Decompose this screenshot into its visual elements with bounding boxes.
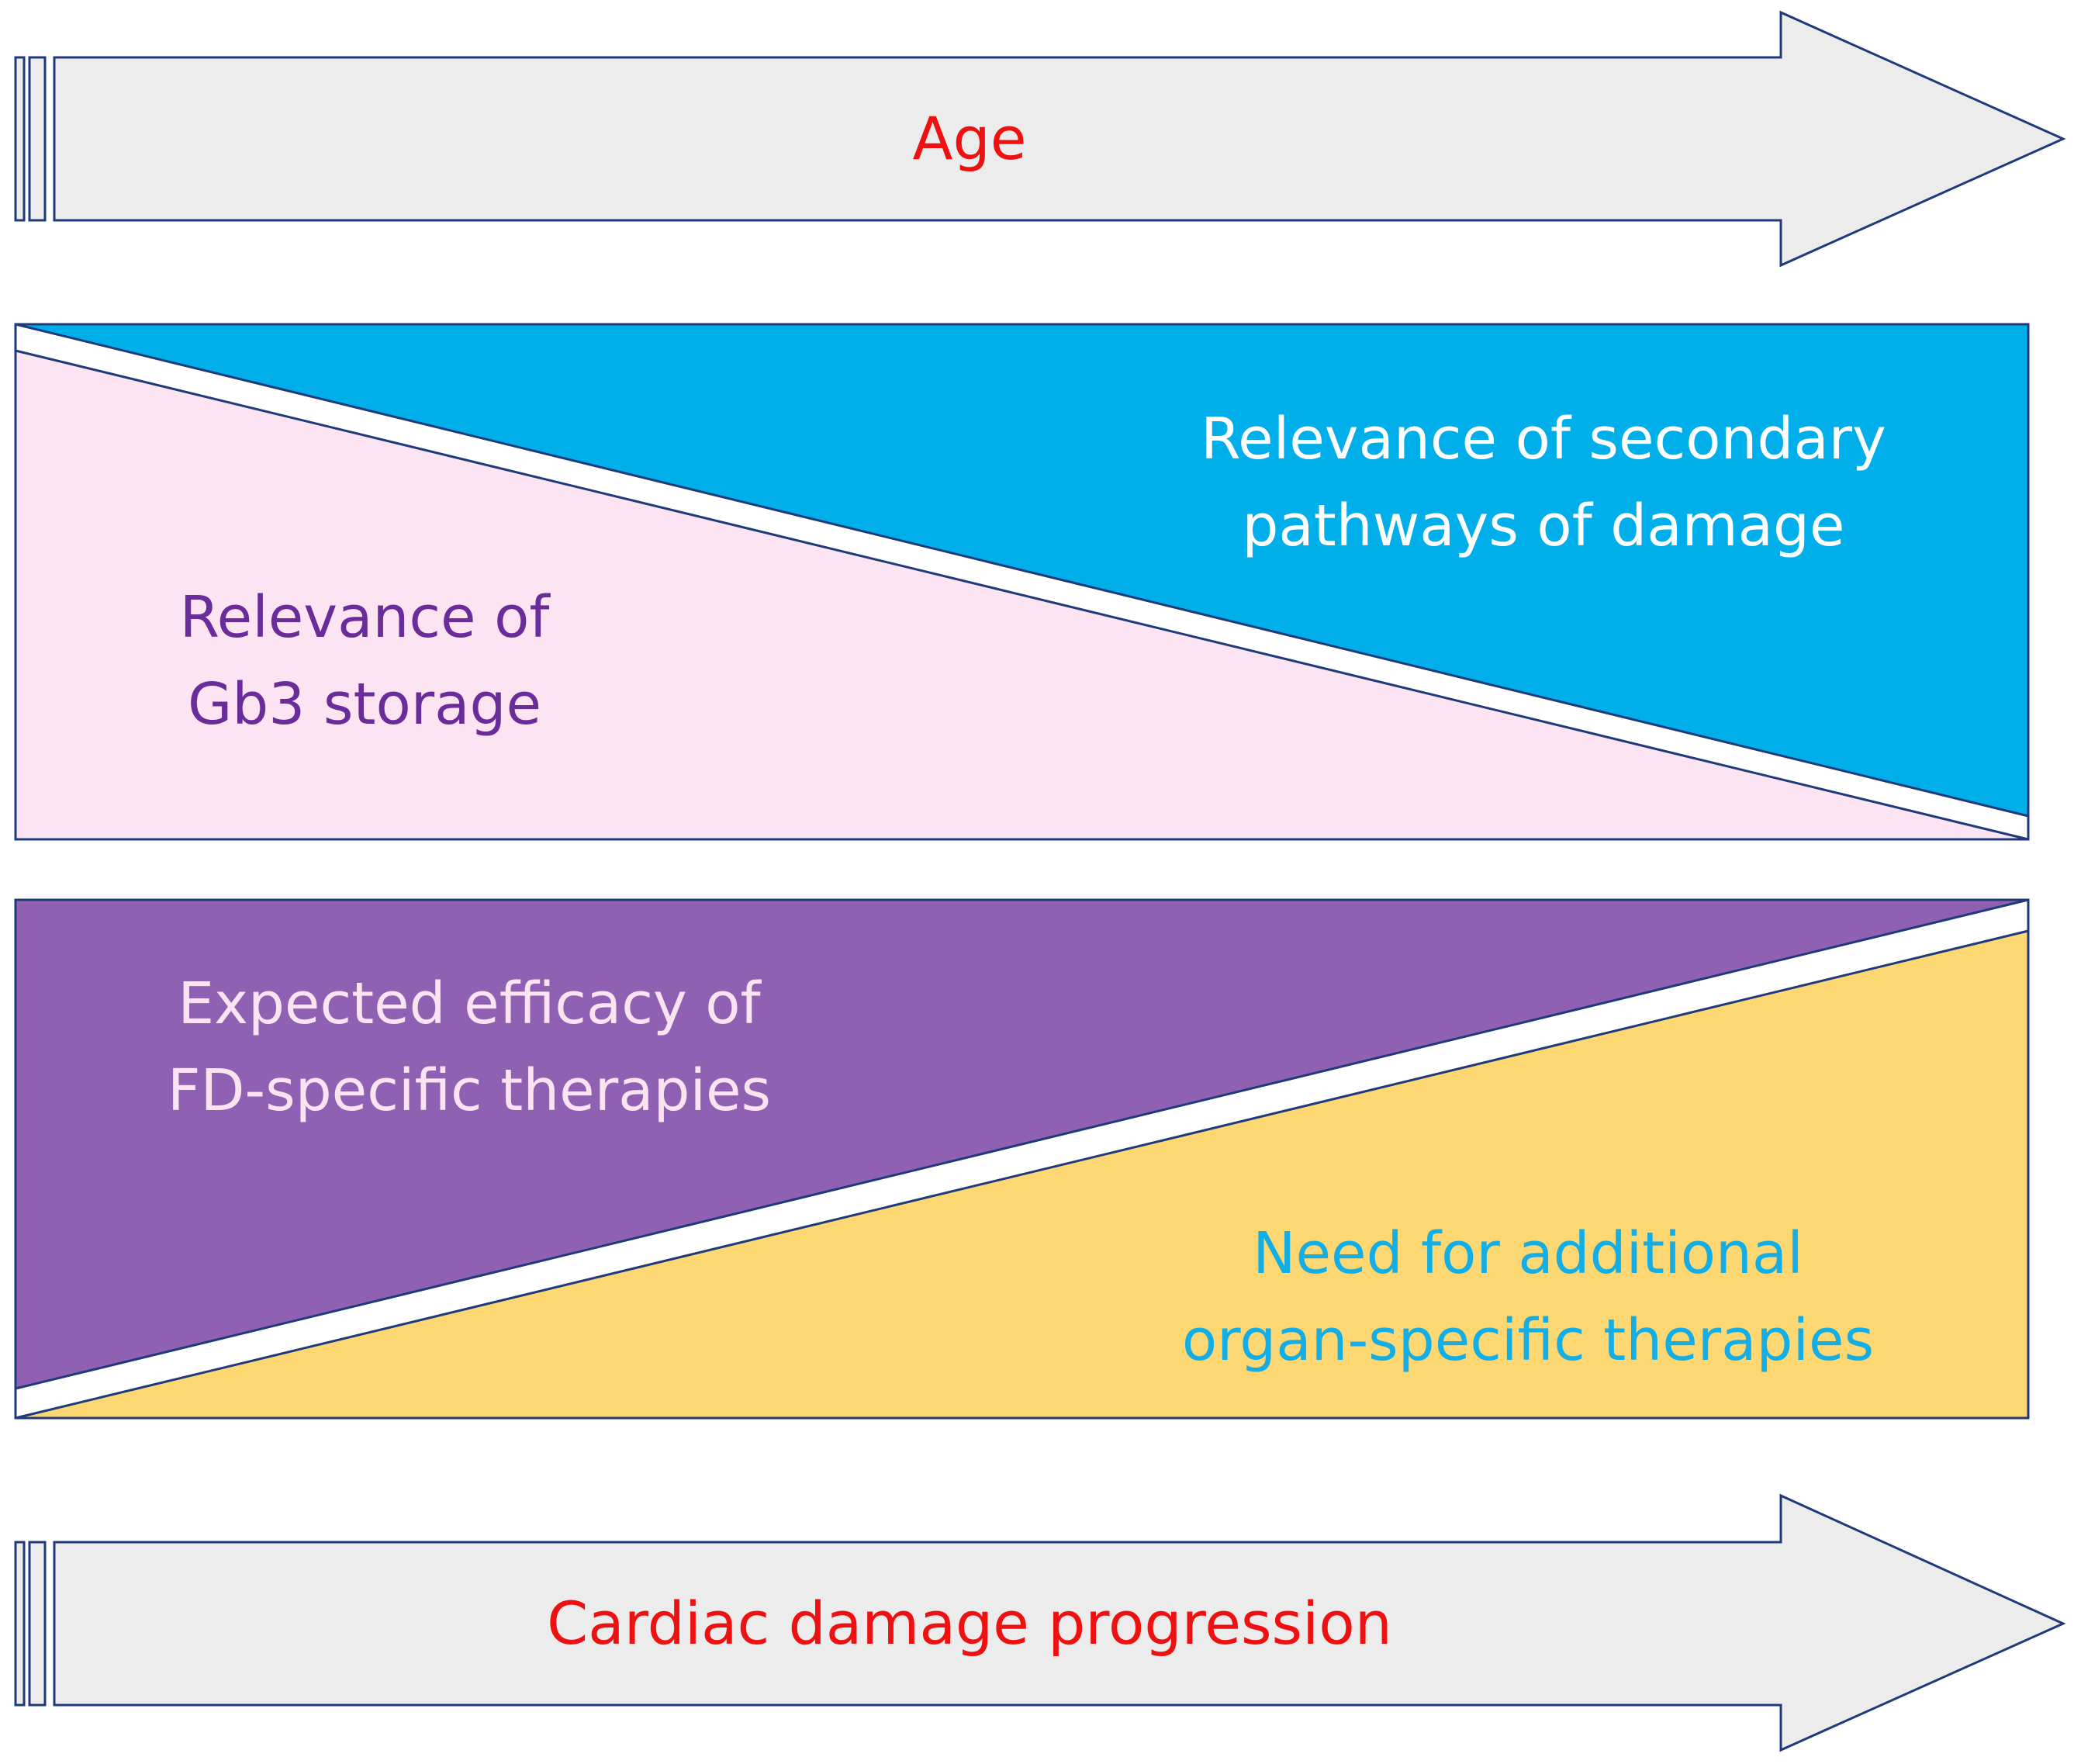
age-arrow-tail-stripe: [14, 56, 26, 222]
secondary-pathways-label: Relevance of secondary pathways of damag…: [1201, 406, 1886, 559]
cardiac-arrow-body: [53, 1493, 2066, 1752]
organ-specific-therapies-label: Need for additional organ-specific thera…: [1181, 1220, 1875, 1374]
panel1-divider-upper: [15, 323, 2029, 818]
panel-storage-vs-secondary: [14, 323, 2030, 841]
panel1-border: [14, 323, 2030, 841]
panel2-border: [14, 898, 2030, 1420]
age-arrow-tail-stripe: [28, 56, 47, 222]
age-arrow: [14, 10, 2066, 268]
panel2-divider-upper: [15, 898, 2029, 1390]
panel1-divider-lower: [15, 349, 2029, 841]
fd-specific-therapies-label: Expected efficacy of FD-specific therapi…: [167, 970, 772, 1124]
cardiac-arrow-tail-stripe: [28, 1541, 47, 1707]
cardiac-damage-label: Cardiac damage progression: [547, 1589, 1392, 1658]
age-arrow-body: [53, 10, 2066, 268]
cardiac-arrow: [14, 1493, 2066, 1752]
gb3-storage-label: Relevance of Gb3 storage: [179, 584, 550, 738]
cardiac-arrow-tail-stripe: [14, 1541, 26, 1707]
panel-efficacy-vs-organ: [14, 898, 2030, 1420]
age-label: Age: [912, 104, 1027, 173]
panel2-divider-lower: [15, 929, 2029, 1420]
